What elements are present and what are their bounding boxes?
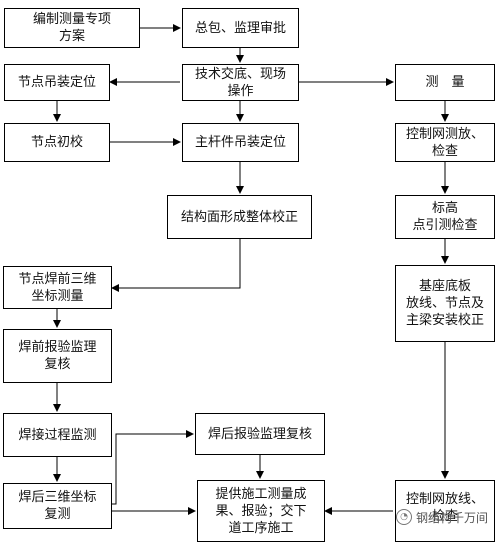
node-n5: 测 量 (395, 64, 495, 101)
node-n10: 标高 点引测检查 (395, 195, 495, 239)
node-n15: 焊后报验监理复核 (195, 413, 325, 455)
node-n16-label: 焊后三维坐标 复测 (18, 490, 97, 522)
node-n18-label: 控制网放线、 检查 (405, 492, 484, 524)
node-n13-label: 焊前报验监理 复核 (18, 340, 97, 372)
node-n1: 编制测量专项 方案 (4, 8, 140, 48)
node-n3-label: 技术交底、现场 操作 (194, 66, 286, 99)
node-n9-label: 结构面形成整体校正 (180, 209, 298, 225)
node-n6: 节点初校 (4, 123, 110, 162)
node-n5-label: 测 量 (425, 75, 465, 90)
node-n6-label: 节点初校 (30, 135, 83, 150)
edge-n16-n15 (112, 430, 194, 505)
node-n9: 结构面形成整体校正 (167, 195, 312, 239)
node-n7-label: 主杆件吊装定位 (194, 135, 286, 150)
node-n8: 控制网测放、 检查 (395, 123, 495, 162)
node-n11: 节点焊前三维 坐标测量 (3, 266, 112, 309)
node-n10-label: 标高 点引测检查 (412, 201, 478, 233)
node-n18: 控制网放线、 检查 (395, 480, 495, 542)
node-n14: 焊接过程监测 (3, 413, 112, 457)
wechat-icon: ◔ (396, 509, 412, 525)
node-n12-label: 基座底板 放线、节点及 主梁安装校正 (405, 279, 484, 328)
node-n4-label: 节点吊装定位 (17, 75, 96, 90)
watermark: ◔ 钢结构千万间 (396, 506, 496, 528)
node-n3: 技术交底、现场 操作 (182, 64, 299, 101)
node-n2-label: 总包、监理审批 (194, 20, 286, 36)
node-n14-label: 焊接过程监测 (18, 427, 97, 443)
edge-n9-n11 (111, 239, 241, 292)
node-n16: 焊后三维坐标 复测 (3, 483, 112, 529)
node-n7: 主杆件吊装定位 (182, 123, 299, 162)
node-n17-label: 提供施工测量成 果、报验；交下 道工序施工 (215, 486, 307, 536)
node-n8-label: 控制网测放、 检查 (405, 126, 484, 159)
node-n1-label: 编制测量专项 方案 (32, 12, 111, 44)
node-n15-label: 焊后报验监理复核 (207, 426, 312, 442)
node-n13: 焊前报验监理 复核 (3, 329, 112, 383)
node-n11-label: 节点焊前三维 坐标测量 (18, 271, 97, 304)
node-n2: 总包、监理审批 (182, 8, 299, 48)
node-n17: 提供施工测量成 果、报验；交下 道工序施工 (197, 480, 325, 542)
watermark-text: 钢结构千万间 (416, 510, 489, 525)
node-n12: 基座底板 放线、节点及 主梁安装校正 (395, 265, 495, 342)
node-n4: 节点吊装定位 (4, 64, 110, 101)
